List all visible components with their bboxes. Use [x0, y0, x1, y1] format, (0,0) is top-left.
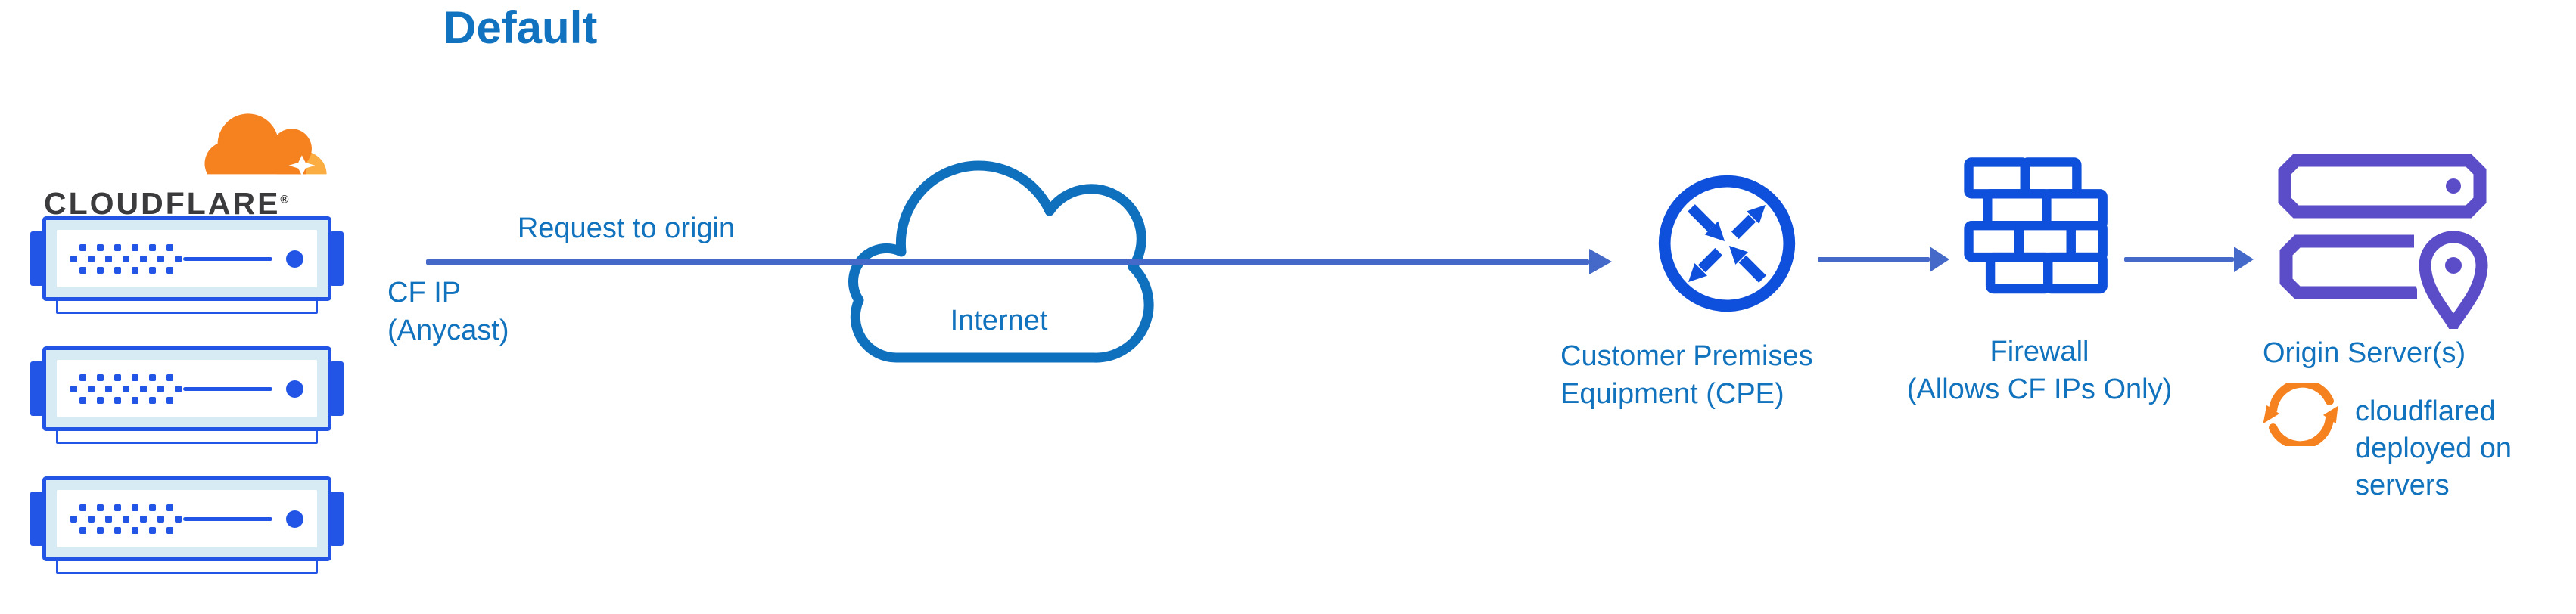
server-tab-left	[30, 361, 44, 416]
server-tab-left	[30, 231, 44, 286]
server-panel	[57, 230, 317, 287]
edge-server	[30, 346, 344, 445]
cloudflare-wordmark: CLOUDFLARE®	[44, 186, 289, 221]
server-chassis	[42, 216, 331, 301]
cpe-to-firewall-arrowhead-icon	[1930, 247, 1949, 272]
server-dots	[70, 242, 182, 276]
edge-server	[30, 216, 344, 315]
cpe-router-icon	[1658, 175, 1796, 312]
firewall-to-origin-arrowhead-icon	[2234, 247, 2254, 272]
server-tab-right	[330, 231, 344, 286]
cloudflare-cloud-icon	[204, 113, 327, 176]
firewall-brick-icon	[1964, 157, 2108, 294]
registered-mark: ®	[280, 193, 289, 206]
internet-label: Internet	[950, 305, 1048, 336]
server-chassis	[42, 346, 331, 431]
server-panel	[57, 360, 317, 417]
request-arrow-line	[426, 259, 1589, 265]
server-dots	[70, 372, 182, 406]
server-slot-line	[183, 386, 272, 391]
server-tab-right	[330, 361, 344, 416]
server-chassis	[42, 476, 331, 561]
cloudflared-note: cloudflared deployed on servers	[2355, 395, 2512, 501]
request-label: Request to origin	[517, 212, 736, 244]
server-panel	[57, 490, 317, 547]
server-led	[286, 250, 303, 268]
anycast-ip-label: CF IP (Anycast)	[387, 277, 509, 346]
server-tab-left	[30, 492, 44, 546]
page-title: Default	[443, 2, 598, 53]
server-dots	[70, 502, 182, 536]
request-arrowhead-icon	[1589, 249, 1612, 274]
cpe-label: Customer Premises Equipment (CPE)	[1560, 340, 1813, 410]
server-slot-line	[183, 256, 272, 261]
origin-servers-label: Origin Server(s)	[2263, 337, 2466, 369]
server-slot-line	[183, 516, 272, 521]
firewall-to-origin-arrow-line	[2124, 257, 2234, 262]
firewall-label: Firewall (Allows CF IPs Only)	[1906, 336, 2173, 405]
server-led	[286, 510, 303, 528]
sync-refresh-icon	[2263, 383, 2338, 446]
edge-server	[30, 476, 344, 575]
cloudflare-logo: CLOUDFLARE®	[44, 107, 341, 222]
cpe-to-firewall-arrow-line	[1818, 257, 1930, 262]
server-tab-right	[330, 492, 344, 546]
origin-servers-icon	[2278, 154, 2495, 329]
server-led	[286, 380, 303, 398]
